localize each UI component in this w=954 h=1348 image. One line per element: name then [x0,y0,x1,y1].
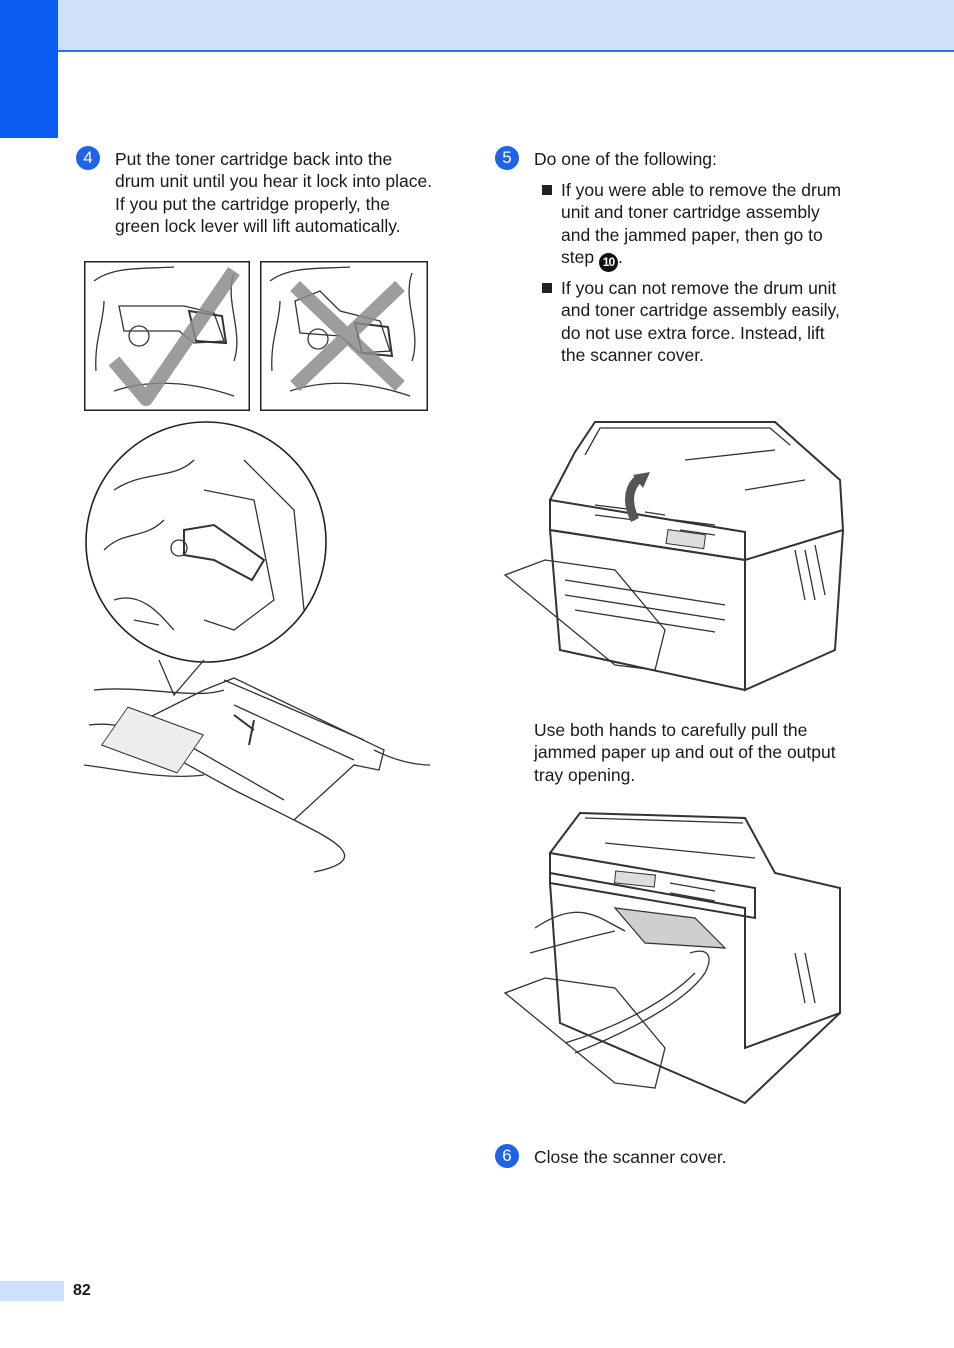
printer-pull-paper-illustration [503,811,841,1105]
step-4-line: drum unit until you hear it lock into pl… [115,171,433,192]
step-10-reference-link[interactable]: 10 [598,252,618,272]
lever-incorrect-illustration [260,261,428,411]
magnified-circle [85,421,327,663]
followup-line: jammed paper up and out of the output [534,742,836,763]
bullet-line: and the jammed paper, then go to [561,224,823,245]
step-5-intro: Do one of the following: [534,149,717,169]
step-ref-suffix: . [617,246,623,267]
chapter-tab [0,0,58,138]
step-5-badge: 5 [495,146,519,170]
step-5-followup: Use both hands to carefully pull the jam… [534,719,864,786]
step-4-line: Put the toner cartridge back into the [115,149,393,169]
bullet-square [542,185,552,195]
followup-line: tray opening. [534,764,636,785]
drum-unit-illustration [83,421,431,873]
bullet-line: step 10. [561,246,871,272]
step-6-text: Close the scanner cover. [534,1147,727,1167]
printer-lift-cover-illustration [503,421,845,692]
jammed-paper [613,907,727,949]
step-4-line: If you put the cartridge properly, the [115,193,390,214]
bullet-line: the scanner cover. [561,344,704,365]
step-4-text: Put the toner cartridge back into the dr… [115,148,445,237]
check-mark-icon [108,267,240,406]
step-5-bullet-2: If you can not remove the drum unit and … [561,277,871,366]
bullet-line: If you can not remove the drum unit [561,278,837,298]
bullet-square [542,283,552,293]
page-number-bar [0,1281,64,1301]
bullet-line: do not use extra force. Instead, lift [561,322,825,343]
page-number: 82 [73,1282,91,1299]
step-6-badge: 6 [495,1144,519,1168]
lever-correct-illustration [84,261,250,411]
step-4-badge: 4 [76,146,100,170]
step-ref-prefix: step [561,246,599,267]
header-band [0,0,954,52]
step-5-bullet-1: If you were able to remove the drum unit… [561,179,871,272]
bullet-line: unit and toner cartridge assembly [561,202,820,223]
followup-line: Use both hands to carefully pull the [534,720,808,740]
bullet-line: If you were able to remove the drum [561,180,842,200]
bullet-line: and toner cartridge assembly easily, [561,300,840,321]
cross-mark-icon [290,280,405,392]
step-4-line: green lock lever will lift automatically… [115,215,401,236]
